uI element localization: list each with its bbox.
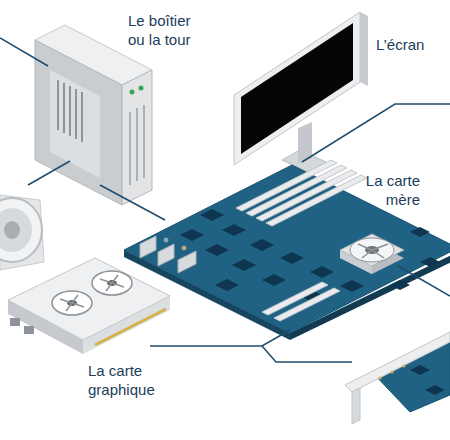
leader-line xyxy=(28,161,70,185)
tower-case xyxy=(63,83,65,133)
tower-case xyxy=(143,105,145,178)
monitor xyxy=(241,23,353,154)
io-ports xyxy=(178,251,196,273)
monitor xyxy=(360,12,368,86)
leader-line xyxy=(100,185,165,220)
graphics-card xyxy=(60,275,124,311)
part-label: La carte graphique xyxy=(88,362,178,400)
expansion-card xyxy=(410,365,430,375)
part-label: La carte mère xyxy=(358,172,420,210)
cpu-fan xyxy=(362,250,372,258)
graphics-card xyxy=(92,271,132,295)
motherboard xyxy=(124,165,450,333)
tower-case xyxy=(57,80,59,130)
io-ports xyxy=(164,238,168,242)
leader-line xyxy=(0,38,48,66)
tower-case xyxy=(129,112,131,185)
motherboard xyxy=(124,160,450,340)
tower-case xyxy=(35,25,152,205)
graphics-card xyxy=(24,326,34,334)
motherboard xyxy=(215,279,239,291)
expansion-card xyxy=(403,365,406,368)
motherboard xyxy=(262,282,340,321)
tower-case xyxy=(130,105,144,185)
graphics-card xyxy=(106,275,118,291)
motherboard xyxy=(420,257,440,267)
expansion-card xyxy=(425,385,445,395)
cpu-fan xyxy=(340,234,404,274)
tower-case xyxy=(58,80,82,142)
graphics-card xyxy=(52,291,92,315)
tower-case xyxy=(75,89,77,139)
graphics-card xyxy=(95,309,166,345)
cooler-fan xyxy=(4,221,20,239)
motherboard xyxy=(410,227,430,237)
expansion-card xyxy=(345,332,450,392)
motherboard xyxy=(310,266,334,278)
cpu-fan xyxy=(358,244,372,250)
expansion-card xyxy=(345,332,450,424)
leader-line xyxy=(0,38,450,362)
cpu-fan xyxy=(350,238,394,262)
cooler-fan xyxy=(0,198,42,262)
leader-line xyxy=(302,104,450,162)
tower-case xyxy=(130,90,135,95)
leader-line xyxy=(262,346,352,362)
tower-case xyxy=(136,108,138,181)
graphics-card xyxy=(66,295,78,311)
tower-case xyxy=(122,70,152,205)
cooler-fan xyxy=(0,208,32,252)
motherboard xyxy=(205,244,229,256)
expansion-card xyxy=(352,388,360,424)
cpu-fan xyxy=(372,244,388,250)
io-ports xyxy=(140,236,156,258)
tower-case xyxy=(35,40,122,205)
graphics-card xyxy=(10,318,20,326)
tower-case xyxy=(69,86,71,136)
motherboard xyxy=(266,175,367,226)
motherboard xyxy=(180,229,204,241)
io-ports xyxy=(182,246,186,250)
part-label: L’écran xyxy=(376,36,446,55)
motherboard xyxy=(200,209,224,221)
motherboard xyxy=(236,160,367,226)
graphics-card xyxy=(8,258,170,340)
part-label: Le boîtier ou la tour xyxy=(128,12,203,50)
io-ports xyxy=(140,236,196,273)
motherboard xyxy=(256,170,357,221)
motherboard xyxy=(232,259,256,271)
tower-case xyxy=(50,70,100,178)
motherboard xyxy=(390,280,410,290)
monitor xyxy=(234,12,360,165)
expansion-card xyxy=(379,377,382,380)
motherboard xyxy=(340,280,364,292)
leader-line xyxy=(398,266,450,296)
tower-case xyxy=(139,86,144,91)
cooler-fan xyxy=(0,195,44,270)
cpu-fan xyxy=(358,244,388,258)
motherboard xyxy=(222,224,246,236)
leader-line xyxy=(150,330,290,346)
graphics-card xyxy=(8,258,170,354)
cpu-fan xyxy=(372,250,384,258)
motherboard xyxy=(262,274,286,286)
motherboard xyxy=(280,252,304,264)
expansion-card xyxy=(391,371,394,374)
motherboard xyxy=(250,239,274,251)
motherboard xyxy=(274,288,340,321)
monitor xyxy=(234,12,368,172)
io-ports xyxy=(158,244,174,266)
tower-case xyxy=(81,92,83,142)
